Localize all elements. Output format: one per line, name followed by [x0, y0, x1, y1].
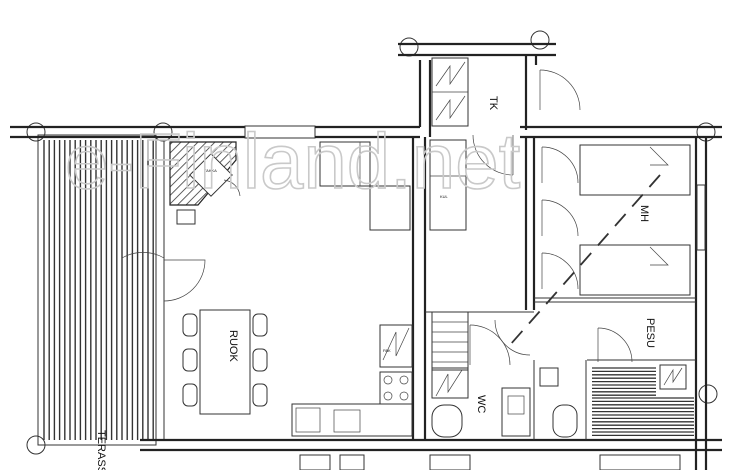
- log-corners: [26, 30, 718, 455]
- bed: [579, 144, 691, 196]
- room-label-mh: MH: [638, 205, 650, 222]
- fireplace-label: TAKKA: [204, 168, 217, 173]
- sauna: [592, 364, 694, 437]
- cabinet-label: KUL: [440, 194, 449, 199]
- sauna-bench: [592, 367, 656, 396]
- watermark-logo: e-Finland.net: [65, 117, 521, 205]
- chair: [252, 313, 268, 337]
- shelf-symbol: [435, 61, 466, 87]
- corner-post: [399, 37, 419, 57]
- stove: [379, 371, 413, 405]
- room-label-terassi: TERASSI: [95, 430, 107, 470]
- fireplace-box: [189, 153, 233, 197]
- corner-post: [530, 30, 550, 50]
- kitchen: KUL PAK: [291, 139, 467, 437]
- wc-sink: [501, 387, 531, 437]
- closet-tk: TK: [431, 57, 581, 176]
- chair: [182, 313, 198, 337]
- dining-table: [199, 309, 251, 415]
- corner-post: [698, 384, 718, 404]
- range-label: PAK: [383, 348, 391, 353]
- room-label-ruok: RUOK: [227, 330, 239, 362]
- range-cabinet: [379, 324, 413, 368]
- room-label-wc: WC: [475, 395, 487, 413]
- window: [696, 184, 706, 251]
- woodbox: [176, 209, 196, 225]
- floor-drain: [539, 367, 559, 387]
- window: [244, 125, 316, 139]
- room-label-tk: TK: [487, 96, 499, 111]
- corner-post: [153, 122, 173, 142]
- kitchen-cabinet: [429, 139, 467, 231]
- kitchen-counter: [291, 403, 413, 437]
- terrace-deck-boards: [43, 140, 154, 440]
- stair-guide: [509, 174, 661, 346]
- door-swing: [472, 134, 514, 176]
- room-label-pesu: PESU: [644, 318, 656, 348]
- bed: [579, 244, 691, 296]
- corner-post: [26, 435, 46, 455]
- sink: [333, 409, 361, 433]
- washroom-pesu: PESU: [539, 318, 656, 438]
- terrace-door-swing: [163, 259, 206, 302]
- fireplace: TAKKA: [169, 141, 241, 225]
- toilet-wc: WC: [431, 319, 531, 438]
- walls: [10, 42, 722, 470]
- staircase: [431, 311, 469, 399]
- lower-fixtures: [299, 454, 681, 470]
- chair: [252, 348, 268, 372]
- chair: [182, 348, 198, 372]
- toilet: [552, 404, 578, 438]
- bedroom-mh: MH: [509, 144, 691, 346]
- dining: RUOK: [182, 309, 268, 415]
- corner-post: [26, 122, 46, 142]
- sauna-bench: [592, 397, 694, 437]
- door-swing: [539, 69, 581, 111]
- shelf-symbol: [435, 95, 466, 121]
- chair: [252, 383, 268, 407]
- chair: [182, 383, 198, 407]
- toilet: [431, 404, 463, 438]
